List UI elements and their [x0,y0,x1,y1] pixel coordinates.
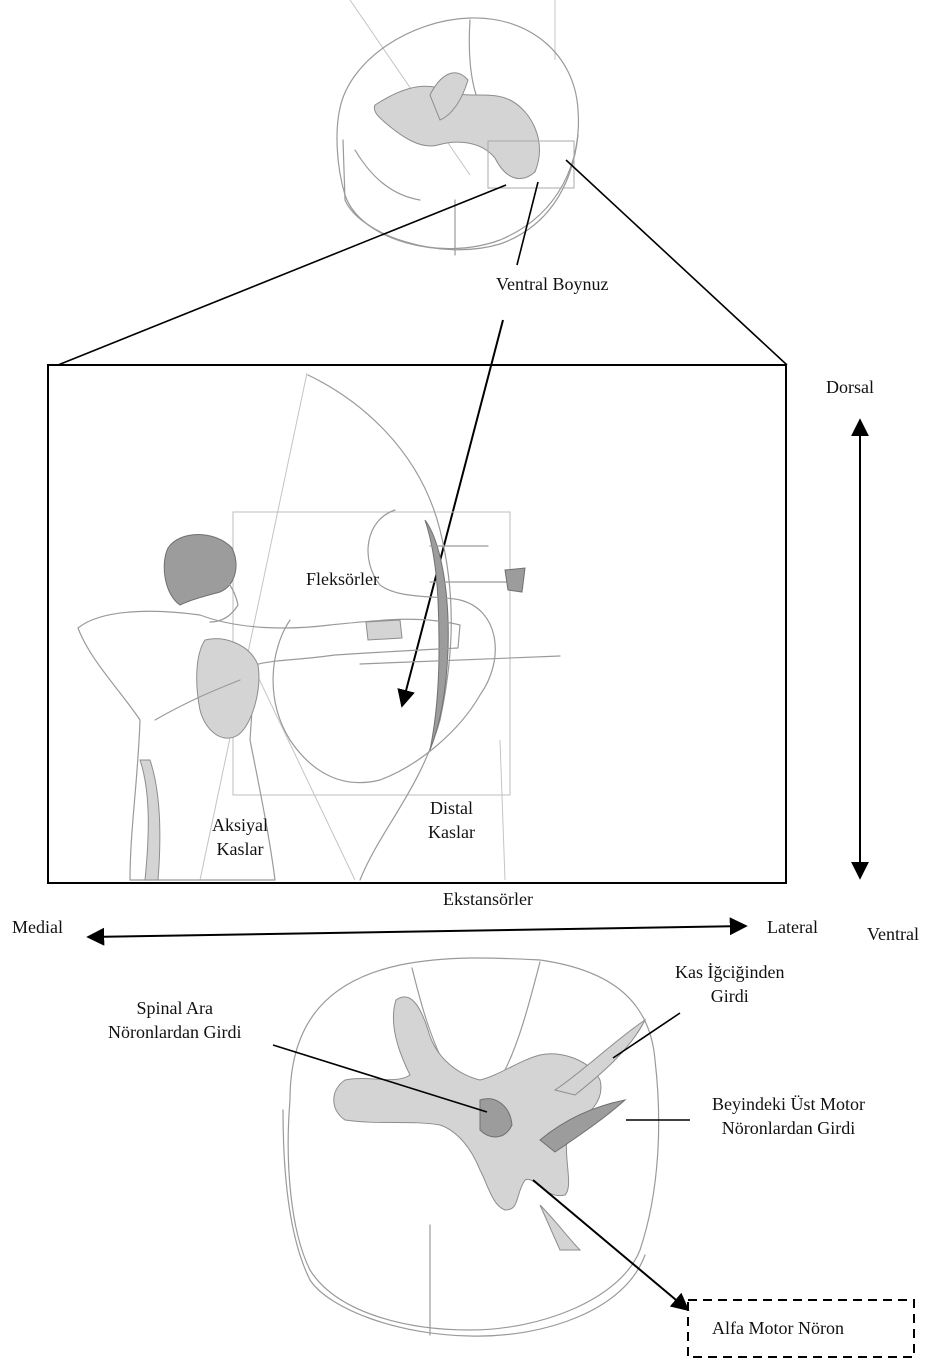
distal-muscles-label: Distal Kaslar [428,796,475,844]
zoom-lines [58,160,787,706]
axial-muscles-line-1: Aksiyal [212,813,268,837]
dorsal-label: Dorsal [826,375,874,399]
muscle-spindle-line-1: Kas İğciğinden [675,960,784,984]
muscle-spindle-line-2: Girdi [675,984,784,1008]
distal-muscles-line-2: Kaslar [428,820,475,844]
medial-label: Medial [12,915,63,939]
extensors-label: Ekstansörler [443,887,533,911]
distal-muscles-line-1: Distal [428,796,475,820]
bottom-spinal-cord-sketch [273,958,690,1336]
archer-sketch [78,373,560,880]
ventral-label: Ventral [867,922,919,946]
top-spinal-cord-sketch [337,0,578,255]
axial-muscles-label: Aksiyal Kaslar [212,813,268,861]
spinal-interneuron-input-label: Spinal Ara Nöronlardan Girdi [108,996,241,1044]
spinal-interneuron-line-1: Spinal Ara [108,996,241,1020]
axial-muscles-line-2: Kaslar [212,837,268,861]
medial-lateral-axis [88,926,746,937]
spinal-interneuron-line-2: Nöronlardan Girdi [108,1020,241,1044]
upper-motor-neuron-input-label: Beyindeki Üst Motor Nöronlardan Girdi [712,1092,865,1140]
ventral-horn-label: Ventral Boynuz [496,272,608,296]
flexors-label: Fleksörler [306,567,379,591]
alpha-motor-neuron-label: Alfa Motor Nöron [712,1316,844,1340]
lateral-label: Lateral [767,915,818,939]
upper-motor-neuron-line-1: Beyindeki Üst Motor [712,1092,865,1116]
upper-motor-neuron-line-2: Nöronlardan Girdi [712,1116,865,1140]
muscle-spindle-input-label: Kas İğciğinden Girdi [675,960,784,1008]
